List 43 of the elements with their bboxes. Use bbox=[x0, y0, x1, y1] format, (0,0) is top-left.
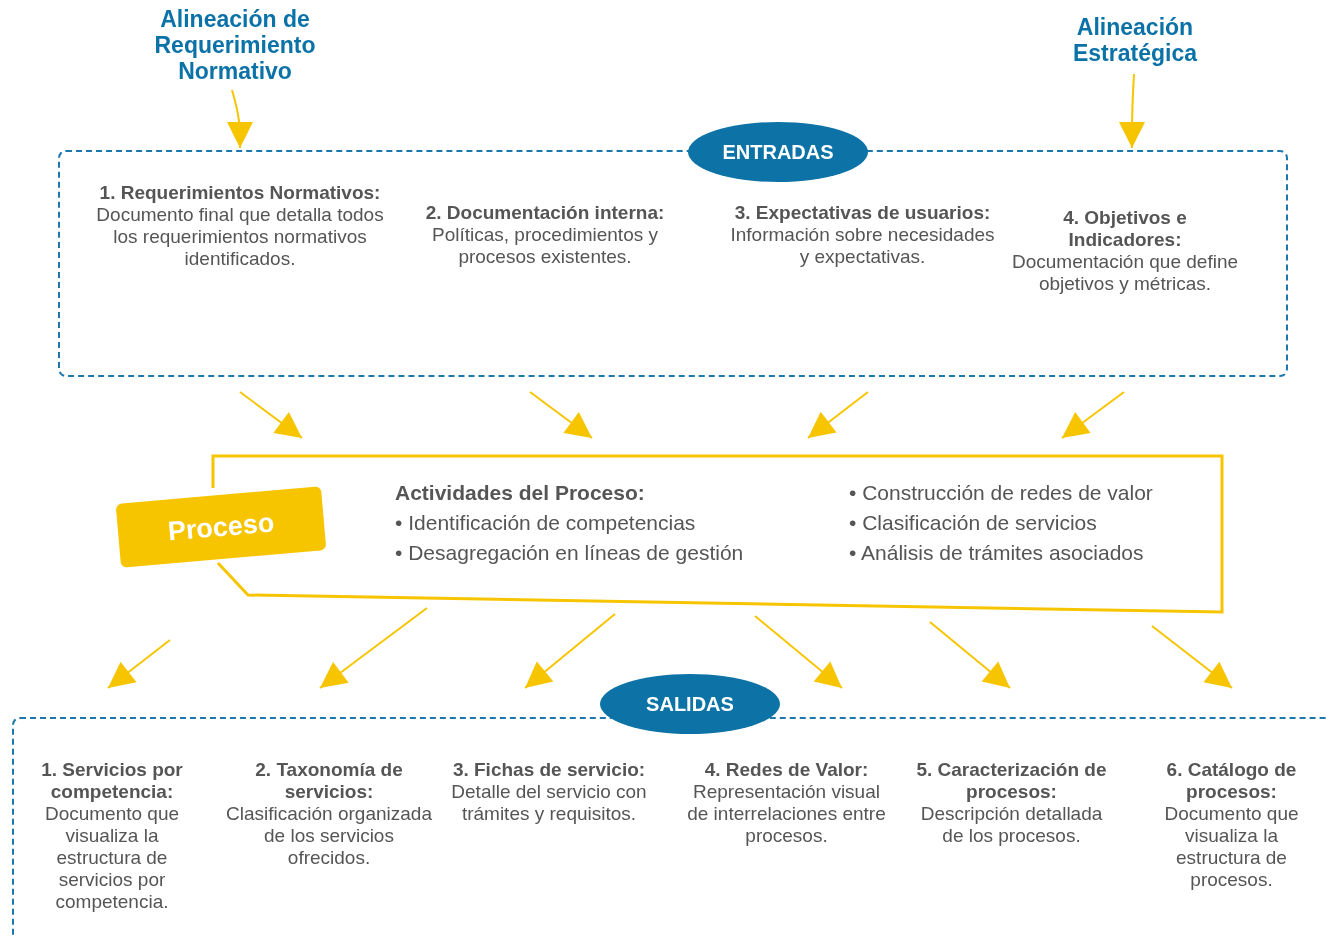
activity-item: • Análisis de trámites asociados bbox=[849, 540, 1145, 566]
heading: Alineación de Requerimiento Normativo bbox=[130, 6, 340, 90]
item-heading: 1. Servicios por competencia: bbox=[40, 759, 184, 803]
arrow bbox=[807, 391, 869, 439]
activity-item: • Identificación de competencias bbox=[395, 510, 697, 536]
item-heading: 6. Catálogo de procesos: bbox=[1165, 759, 1298, 803]
item-heading: 4. Redes de Valor: bbox=[703, 759, 870, 781]
heading: Alineación Estratégica bbox=[1040, 14, 1230, 72]
arrow bbox=[1061, 391, 1125, 439]
activity-item: • Construcción de redes de valor bbox=[849, 480, 1153, 506]
section-label: ENTRADAS bbox=[688, 122, 868, 182]
activities-heading: Actividades del Proceso: bbox=[395, 480, 646, 506]
arrow bbox=[1151, 625, 1233, 689]
item-description: Representación visual de interrelaciones entre procesos. bbox=[686, 781, 887, 847]
item-description: Políticas, procedimientos y procesos existentes. bbox=[431, 224, 659, 268]
arrow bbox=[1119, 73, 1145, 149]
process-tag: Proceso bbox=[115, 486, 327, 568]
item-description: Detalle del servicio con trámites y requisitos. bbox=[450, 781, 648, 825]
arrow bbox=[529, 391, 593, 439]
item-heading: 2. Documentación interna: bbox=[424, 202, 666, 224]
item-description: Información sobre necesidades y expectativas. bbox=[730, 224, 995, 268]
item-heading: 2. Taxonomía de servicios: bbox=[254, 759, 404, 803]
arrow bbox=[107, 639, 171, 689]
item-heading: 1. Requerimientos Normativos: bbox=[98, 182, 382, 204]
item-heading: 5. Caracterización de procesos: bbox=[915, 759, 1108, 803]
item-heading: 4. Objetivos e Indicadores: bbox=[1062, 207, 1188, 251]
item-description: Documento que visualiza la estructura de servicios por competencia. bbox=[43, 803, 181, 913]
item-heading: 3. Fichas de servicio: bbox=[451, 759, 647, 781]
arrow bbox=[524, 613, 616, 689]
arrow bbox=[227, 89, 253, 149]
arrow bbox=[319, 607, 428, 689]
item-description: Descripción detallada de los procesos. bbox=[919, 803, 1104, 847]
arrow bbox=[929, 621, 1011, 689]
activity-item: • Desagregación en líneas de gestión bbox=[395, 540, 744, 566]
section-label: SALIDAS bbox=[600, 674, 780, 734]
item-description: Documento que visualiza la estructura de procesos. bbox=[1163, 803, 1300, 891]
item-description: Documentación que define objetivos y métricas. bbox=[1010, 251, 1239, 295]
arrow bbox=[239, 391, 303, 439]
activity-item: • Clasificación de servicios bbox=[849, 510, 1098, 536]
item-description: Documento final que detalla todos los requerimientos normativos identificados. bbox=[95, 204, 385, 270]
item-description: Clasificación organizada de los servicios ofrecidos. bbox=[225, 803, 433, 869]
item-heading: 3. Expectativas de usuarios: bbox=[733, 202, 992, 224]
arrow bbox=[754, 615, 843, 689]
